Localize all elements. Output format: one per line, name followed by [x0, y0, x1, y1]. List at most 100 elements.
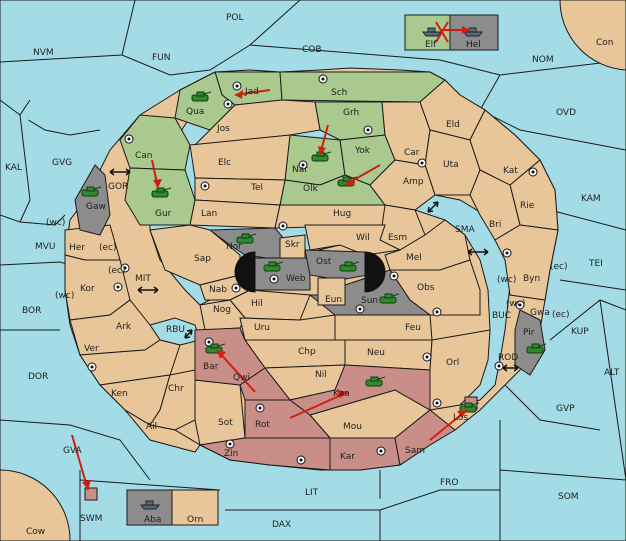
supply-center	[223, 99, 233, 109]
label-dor: DOR	[28, 372, 48, 382]
order-cross	[435, 21, 449, 43]
connection-arrow	[184, 329, 193, 339]
sea-border-kup-alt[interactable]	[599, 299, 626, 481]
label-rod: ROD	[498, 353, 518, 363]
army-green-gur[interactable]	[151, 187, 172, 198]
label-ost: Ost	[316, 257, 332, 267]
army-green-kaa[interactable]	[365, 376, 386, 387]
label-buc: BUC	[492, 311, 511, 321]
fleet-grey-hel[interactable]	[463, 27, 483, 37]
label-olk: Olk	[303, 184, 319, 194]
supply-center	[318, 74, 328, 84]
label-wc2: (wc)	[497, 275, 516, 285]
units	[81, 27, 547, 510]
label-kor: Kor	[80, 284, 95, 294]
label-gor: GOR	[108, 182, 128, 192]
region-sot[interactable]	[194, 379, 246, 446]
region-capital-east[interactable]	[364, 251, 386, 293]
label-ec3: (ec)	[108, 266, 126, 276]
supply-center	[87, 362, 97, 372]
region-ost[interactable]	[304, 249, 369, 281]
connection-arrow	[109, 168, 131, 176]
army-green-web[interactable]	[263, 261, 284, 272]
region-gaw[interactable]	[74, 164, 111, 236]
army-green-qua[interactable]	[191, 91, 212, 102]
label-gur: Gur	[155, 209, 172, 219]
sea-border-nom-ovd[interactable]	[479, 74, 626, 151]
sea-border-gvp[interactable]	[499, 379, 601, 431]
fleet-grey-aba[interactable]	[140, 500, 160, 510]
region-wil[interactable]	[304, 224, 402, 256]
region-swm-home[interactable]	[84, 487, 98, 501]
label-amp: Amp	[403, 177, 424, 187]
army-green-sun[interactable]	[379, 293, 400, 304]
label-wc1: (wc)	[46, 218, 65, 228]
region-kar[interactable]	[329, 437, 401, 471]
supply-center	[432, 398, 442, 408]
label-sap: Sap	[194, 254, 211, 264]
region-con[interactable]	[559, 0, 626, 71]
order-arrow	[216, 349, 256, 393]
region-sam[interactable]	[394, 409, 456, 466]
label-tei: TEI	[588, 259, 603, 269]
connection-arrow	[137, 286, 159, 294]
supply-center	[389, 271, 399, 281]
label-lan: Lan	[201, 209, 217, 219]
label-wil: Wil	[356, 233, 370, 243]
sea-border-som[interactable]	[499, 469, 626, 481]
label-mou: Mou	[343, 422, 362, 432]
label-gaw: Gaw	[86, 202, 106, 212]
region-pir[interactable]	[514, 309, 546, 376]
sea-border-ovd-kam[interactable]	[549, 209, 626, 231]
sea-border-fun-cob[interactable]	[121, 0, 301, 76]
label-nvm: NVM	[33, 48, 54, 58]
label-kat: Kat	[503, 166, 518, 176]
label-wc3: (wc)	[55, 291, 74, 301]
label-hug: Hug	[333, 209, 351, 219]
sea-border-cob-nom[interactable]	[249, 44, 626, 76]
connection-arrow	[467, 248, 489, 256]
label-ec1: (ec)	[99, 243, 117, 253]
label-sun: Sun	[361, 296, 378, 306]
label-cow: Cow	[26, 527, 45, 537]
region-sch[interactable]	[279, 71, 446, 103]
label-aba: Aba	[144, 515, 161, 525]
arrow-head	[217, 350, 226, 359]
army-green-nor[interactable]	[236, 233, 257, 244]
label-nar: Nar	[292, 165, 308, 175]
supply-center	[432, 307, 442, 317]
label-pol: POL	[226, 13, 244, 23]
supply-center	[417, 158, 427, 168]
region-capital-west[interactable]	[234, 251, 256, 293]
label-kal: KAL	[5, 163, 22, 173]
fleet-grey-elf[interactable]	[422, 27, 442, 37]
sea-border-kal-mvu[interactable]	[0, 214, 66, 226]
label-wc4: (wc)	[506, 299, 525, 309]
supply-centers	[87, 74, 538, 465]
army-green-ost[interactable]	[339, 261, 360, 272]
label-ver: Ver	[84, 344, 99, 354]
supply-center	[298, 160, 308, 170]
label-kaa: Kaa	[333, 389, 350, 399]
label-eun: Eun	[325, 295, 342, 305]
sea-border-kam-tei[interactable]	[559, 279, 626, 291]
sea-border-dor-gva[interactable]	[0, 419, 151, 481]
label-tel: Tel	[250, 183, 263, 193]
army-green-pir[interactable]	[526, 343, 547, 354]
label-nab: Nab	[209, 285, 227, 295]
region-rot[interactable]	[244, 399, 332, 439]
label-zin: Zin	[224, 449, 238, 459]
region-byn[interactable]	[494, 224, 559, 301]
army-green-gaw[interactable]	[81, 186, 102, 197]
sea-border-lit-dax[interactable]	[225, 489, 500, 511]
label-bor: BOR	[22, 306, 41, 316]
supply-center	[255, 403, 265, 413]
supply-center	[515, 300, 525, 310]
region-cow[interactable]	[0, 469, 71, 541]
supply-center	[200, 181, 210, 191]
label-bri: Bri	[489, 220, 501, 230]
region-eun[interactable]	[317, 277, 346, 306]
sea-border-swm[interactable]	[79, 479, 221, 491]
sea-border-kal[interactable]	[19, 99, 31, 223]
